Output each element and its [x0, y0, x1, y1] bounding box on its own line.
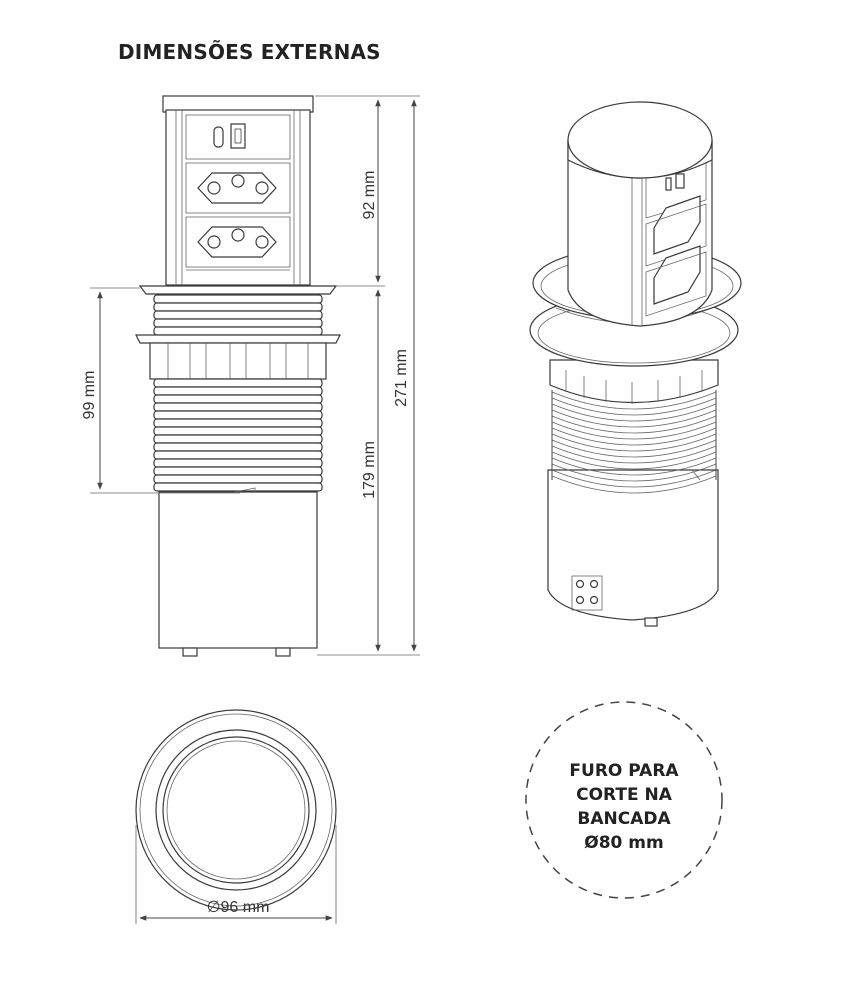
dim-diameter-96mm: ∅96 mm: [207, 899, 270, 916]
hole-note-line2: CORTE NA: [576, 785, 673, 805]
isometric-view: [529, 101, 742, 627]
dim-92mm: 92 mm: [361, 171, 378, 220]
dim-271mm: 271 mm: [393, 349, 410, 407]
cutout-hole-circle: [525, 701, 723, 899]
front-view: [135, 95, 341, 657]
page-title: DIMENSÕES EXTERNAS: [118, 40, 381, 64]
usb-c-port-icon: [213, 126, 224, 148]
outlet-1-icon: [197, 172, 277, 204]
hole-note-line1: FURO PARA: [569, 761, 679, 781]
hole-note-line4: Ø80 mm: [584, 833, 663, 853]
hole-note-line3: BANCADA: [577, 809, 671, 829]
usb-a-port-icon: [230, 123, 246, 149]
iso-outlet-2-icon: [653, 245, 701, 305]
iso-outlet-1-icon: [653, 195, 701, 255]
outlet-2-icon: [197, 226, 277, 258]
dim-99mm: 99 mm: [81, 371, 98, 420]
dim-179mm: 179 mm: [361, 441, 378, 499]
top-view: [135, 709, 337, 924]
dimension-lines: [90, 95, 420, 656]
